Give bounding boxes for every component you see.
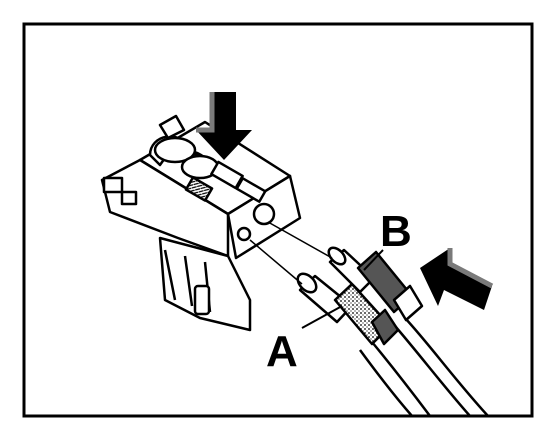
leader-line-a [301,305,343,329]
label-b: B [380,207,412,256]
label-a: A [266,327,298,376]
insertion-guides [249,221,333,285]
cables [358,317,489,417]
connector-housing [100,114,302,332]
plug-b [327,246,424,322]
leader-line-b [363,249,384,271]
plug-a [296,272,400,346]
arrow-left-icon [420,248,494,310]
arrow-down-icon [196,92,252,160]
